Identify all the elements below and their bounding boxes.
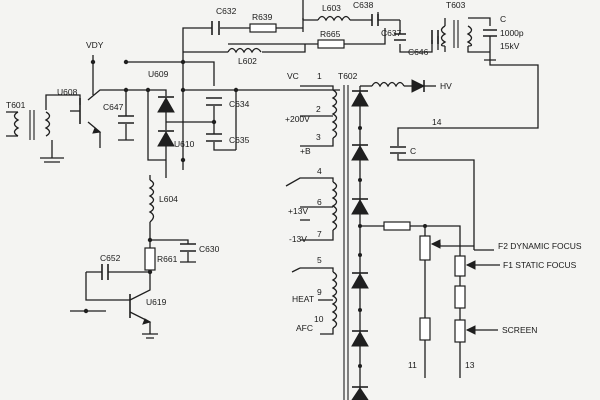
diode-u609 [157,96,175,113]
label-r639: R639 [252,12,273,22]
capacitor-c634 [206,97,222,106]
capacitor-c637 [394,33,406,41]
label-200v: +200V [285,114,310,124]
transistor-u619 [129,294,152,325]
label-pin4: 4 [317,166,322,176]
label-c634: C634 [229,99,250,109]
label-pin10: 10 [314,314,324,324]
label-c652: C652 [100,253,121,263]
label-c632: C632 [216,6,237,16]
label-t602: T602 [338,71,358,81]
capacitor-c647 [118,115,134,124]
label-13v-pos: +13V [288,206,308,216]
capacitor-c652 [101,264,109,280]
transistor-u608 [70,98,102,134]
label-c647: C647 [103,102,124,112]
label-c646: C646 [408,47,429,57]
focus-network [360,136,500,378]
top-rail-wiring [126,0,539,136]
label-afc: AFC [296,323,313,333]
label-hv: HV [440,81,452,91]
label-vdy: VDY [86,40,104,50]
transformer-t603 [440,20,473,48]
label-u610: U610 [174,139,195,149]
label-u609: U609 [148,69,169,79]
diode-u610 [157,130,175,147]
label-pin3: 3 [316,132,321,142]
label-c-value-15kv: 15kV [500,41,520,51]
junction-dots [83,59,239,314]
label-c-mid: C [410,146,416,156]
label-pin2: 2 [316,104,321,114]
label-c-top: C [500,14,506,24]
transformer-t602 [285,79,436,400]
label-pin7: 7 [317,229,322,239]
inductor-l602 [227,47,262,54]
label-screen: SCREEN [502,325,537,335]
label-plus-b: +B [300,146,311,156]
inductor-l603 [317,15,351,22]
resistor-r639 [249,23,277,33]
label-l602: L602 [238,56,257,66]
label-pin5-bottom: 5 [317,255,322,265]
transformer-t601 [6,110,51,140]
label-pin13: 13 [465,360,475,370]
label-f1-static-focus: F1 STATIC FOCUS [503,260,577,270]
label-pin9: 9 [317,287,322,297]
label-c630: C630 [199,244,220,254]
label-pin11: 11 [408,360,417,370]
inductor-l604 [148,179,155,223]
label-pin6: 6 [317,197,322,207]
label-u619: U619 [146,297,167,307]
capacitor-c638 [371,14,379,26]
label-c-value-1000p: 1000p [500,28,524,38]
resistor-r661 [144,247,156,271]
capacitor-c646 [431,30,439,44]
label-l603: L603 [322,3,341,13]
hv-diode-stack [351,90,369,400]
label-t601: T601 [6,100,26,110]
label-vc: VC [287,71,299,81]
label-pin1: 1 [317,71,322,81]
label-heat: HEAT [292,294,314,304]
label-13v-neg: -13V [289,234,307,244]
label-r665: R665 [320,29,341,39]
label-c638: C638 [353,0,374,10]
label-l604: L604 [159,194,178,204]
capacitor-c-1000p [483,29,497,37]
label-pin14: 14 [432,117,442,127]
capacitor-c632 [211,21,220,35]
label-c637: C637 [381,28,402,38]
resistor-r665 [317,39,345,49]
label-t603: T603 [446,0,466,10]
capacitor-c635 [206,133,222,142]
label-r661: R661 [157,254,178,264]
label-c635: C635 [229,135,250,145]
label-f2-dynamic-focus: F2 DYNAMIC FOCUS [498,241,582,251]
capacitor-c630 [180,243,196,252]
label-u608: U608 [57,87,78,97]
